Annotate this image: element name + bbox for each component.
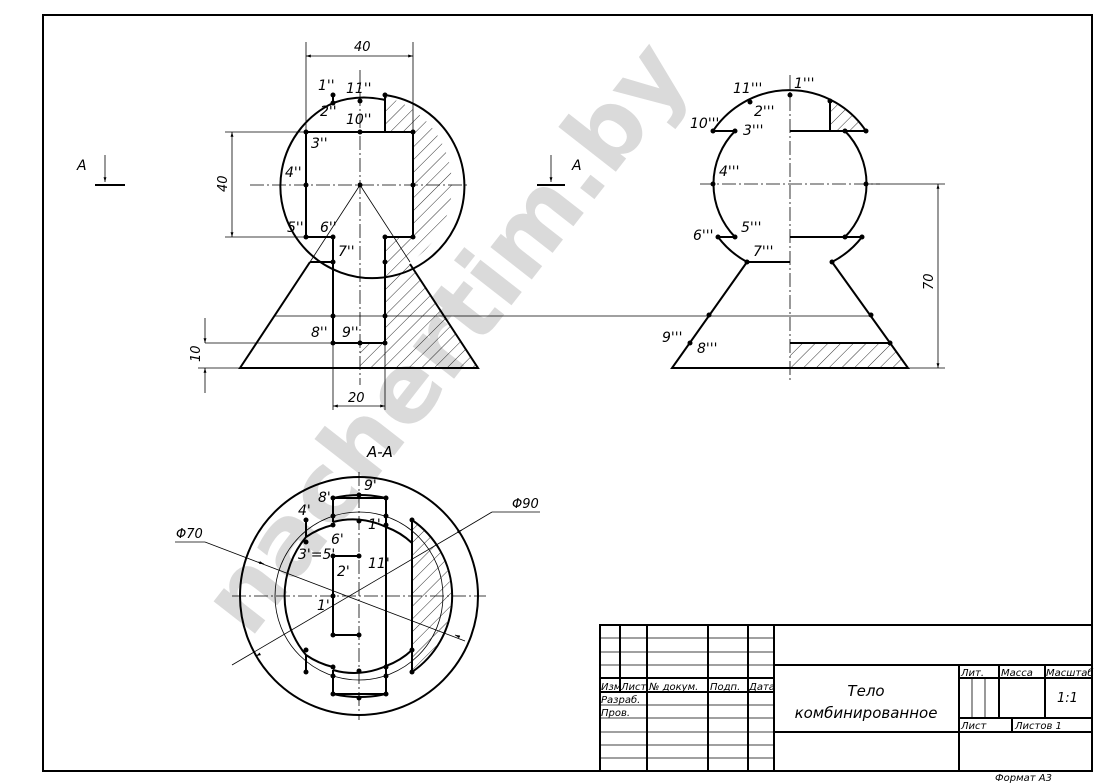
point-label: 5'''	[741, 220, 761, 236]
section-letter: A	[76, 158, 87, 174]
col-header-izm: Изм	[601, 682, 622, 693]
sheet-label: Лист	[960, 721, 988, 732]
point-label: 3'''	[743, 123, 763, 139]
mass-label: Масса	[1001, 668, 1033, 679]
point-label: 8'	[318, 490, 331, 506]
point-label: 9'''	[662, 330, 682, 346]
dimension-height: 70	[922, 273, 937, 290]
dimension-top-width: 40	[354, 40, 371, 55]
point-label: 6'	[331, 532, 344, 548]
side-view: 11''' 1''' 2''' 10''' 3''' 4''' 5''' 6''…	[662, 75, 945, 382]
point-label: 1'''	[794, 76, 814, 92]
point-label: 7''	[338, 244, 355, 260]
dimension-inner-diameter: Φ70	[176, 527, 203, 542]
point-label: 4'''	[719, 164, 739, 180]
scale-value: 1:1	[1057, 691, 1078, 706]
drawing-title-line2: комбинированное	[795, 704, 938, 722]
point-label: 2'''	[754, 104, 774, 120]
col-header-list: Лист	[620, 682, 648, 693]
point-label: 10''	[346, 112, 372, 128]
title-block: Изм Лист № докум. Подп. Дата Разраб. Про…	[599, 624, 1094, 783]
point-label: 2''	[320, 104, 337, 120]
point-label: 2'	[337, 564, 350, 580]
point-label: 7'''	[753, 244, 773, 260]
dimension-hole-height: 40	[216, 175, 231, 192]
point-label: 6'''	[693, 228, 713, 244]
side-top-hatch	[830, 92, 880, 131]
format-label: Формат А3	[995, 773, 1052, 783]
point-label: 9''	[342, 325, 359, 341]
section-title: А-А	[366, 443, 393, 461]
row-label-developer: Разраб.	[601, 694, 640, 706]
point-label: 10'''	[690, 116, 719, 132]
col-header-sign: Подп.	[710, 682, 740, 693]
dimension-bottom-depth: 10	[189, 345, 204, 362]
point-label: 1'	[368, 517, 381, 533]
section-view: А-А 9' 8' 4'	[175, 443, 540, 720]
dimension-stem-width: 20	[348, 391, 365, 406]
point-label: 3'=5'	[298, 547, 335, 563]
point-label: 8''	[311, 325, 328, 341]
sheet-frame	[42, 14, 1093, 772]
point-label: 1''	[318, 78, 335, 94]
side-bottom-hatch	[790, 343, 908, 368]
col-header-date: Дата	[748, 682, 775, 693]
section-marker-left: A	[76, 155, 125, 186]
section-letter: A	[571, 158, 582, 174]
point-label: 11''	[346, 81, 372, 97]
col-header-doc: № докум.	[648, 682, 698, 693]
scale-label: Масштаб	[1046, 667, 1094, 679]
point-label: 1'	[317, 598, 330, 614]
row-label-checker: Пров.	[601, 708, 630, 719]
point-label: 11'	[368, 556, 390, 572]
point-label: 8'''	[697, 341, 717, 357]
section-hatch	[412, 504, 451, 688]
drawing-title-line1: Тело	[847, 682, 884, 700]
point-label: 9'	[364, 478, 377, 494]
point-label: 5''	[287, 220, 304, 236]
point-label: 4'	[298, 503, 311, 519]
point-label: 11'''	[733, 81, 762, 97]
point-label: 4''	[285, 165, 302, 181]
point-label: 3''	[311, 136, 328, 152]
point-label: 6''	[320, 220, 337, 236]
section-marker-right: A	[537, 155, 582, 186]
lit-label: Лит.	[960, 668, 984, 679]
sheets-label: Листов 1	[1014, 721, 1062, 732]
dimension-outer-diameter: Φ90	[512, 497, 539, 512]
